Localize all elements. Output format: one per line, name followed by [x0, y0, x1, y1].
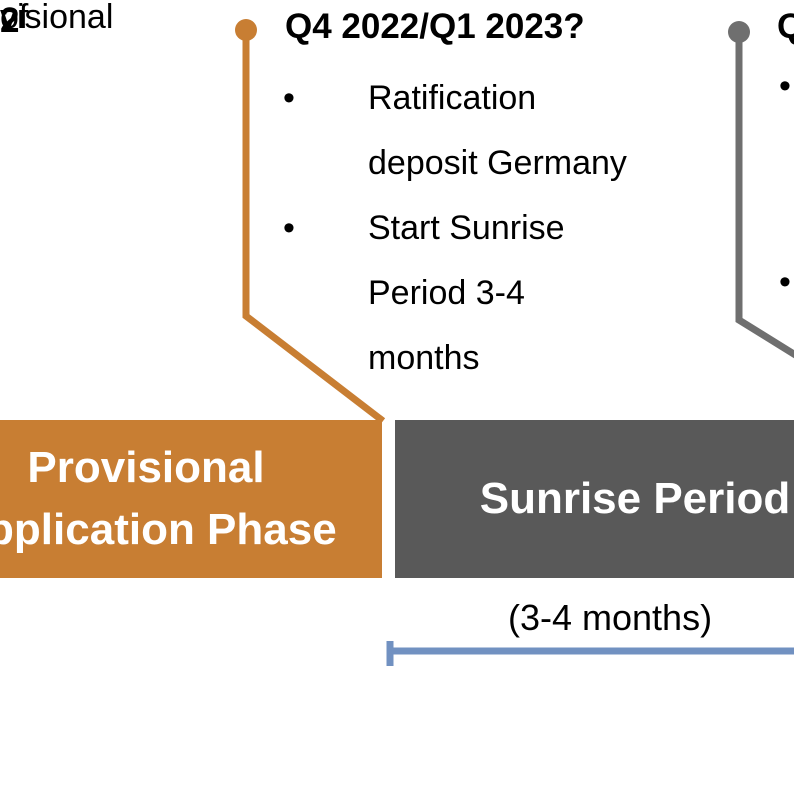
phase-box-label-line: Application Phase: [0, 505, 337, 554]
left-callout-text-fragment: visional: [0, 0, 114, 36]
bullet-item: • Ratification deposit Germany: [283, 66, 627, 196]
bullet-icon: •: [779, 263, 791, 301]
sunrise-period-box: Sunrise Period: [395, 420, 794, 578]
bullet-line: months: [368, 339, 480, 377]
orange-callout-bullets: • Ratification deposit Germany • Start S…: [283, 66, 627, 391]
bullet-icon: •: [283, 79, 295, 117]
phase-box-label-line: Provisional: [27, 443, 265, 492]
phase-box-label: Sunrise Period: [479, 474, 791, 523]
bullet-line: Period 3-4: [368, 274, 525, 312]
bullet-text: Start Sunrise Period 3-4 months: [368, 196, 613, 391]
left-callout-heading-fragment: 2: [0, 1, 20, 40]
bullet-line: Ratification: [368, 79, 537, 117]
bullet-line: Start Sunrise: [368, 209, 565, 247]
gray-milestone-dot: [728, 21, 750, 43]
bullet-icon: •: [283, 209, 295, 247]
bullet-icon: •: [779, 67, 791, 105]
orange-milestone-dot: [235, 19, 257, 41]
bullet-text: Ratification deposit Germany: [368, 66, 627, 196]
orange-callout-heading: Q4 2022/Q1 2023?: [285, 7, 585, 46]
provisional-application-phase-box: Provisional Application Phase: [0, 420, 382, 578]
duration-note: (3-4 months): [508, 597, 713, 638]
left-callout-text-fragment: of: [0, 0, 29, 36]
bullet-item: • Start Sunrise Period 3-4 months: [283, 196, 613, 391]
bullet-line: deposit Germany: [368, 144, 627, 182]
right-callout-heading-fragment: Q: [777, 7, 794, 46]
